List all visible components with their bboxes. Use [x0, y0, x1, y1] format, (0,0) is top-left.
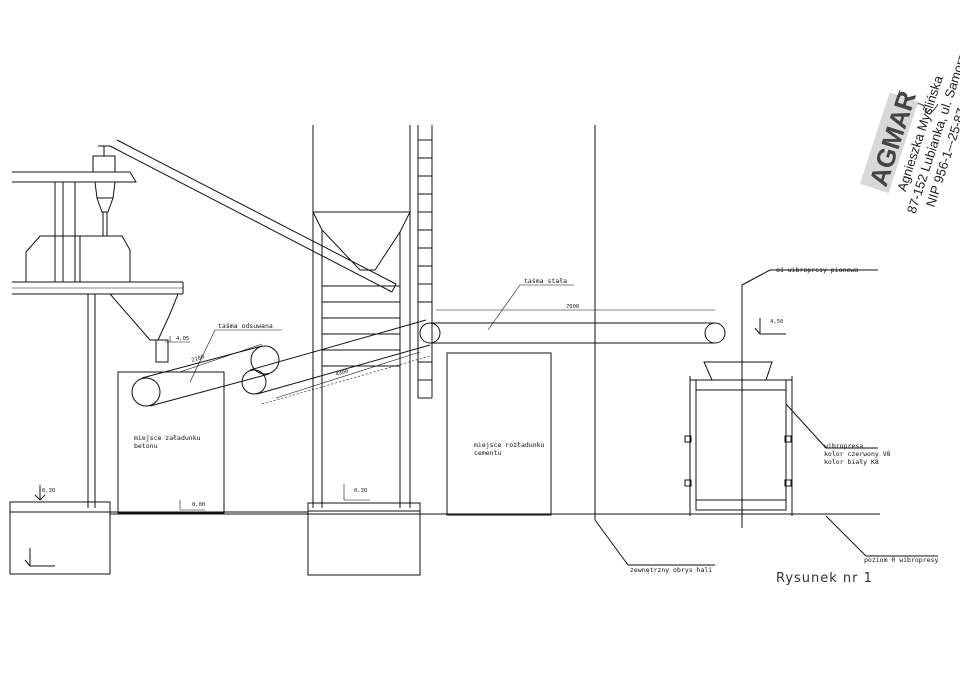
- dim-2100: 2100: [191, 354, 205, 364]
- label-miejsce-zaladunku-1: miejsce załadunku: [134, 434, 201, 442]
- label-zewnetrzny-obrys: zewnętrzny obrys hali: [630, 566, 712, 574]
- label-tasma-odsuwana: taśma odsuwana: [218, 322, 273, 330]
- level-405: 4,05: [176, 336, 189, 342]
- level-000: 0,00: [192, 502, 205, 508]
- fixed-belt: [419, 322, 726, 344]
- drawing-title: Rysunek nr 1: [776, 571, 873, 586]
- label-miejsce-rozladunku-1: miejsce rozładunku: [474, 441, 545, 449]
- label-os-wibropresy: oś wibropresy pionowa: [776, 266, 858, 274]
- level-450: 4,50: [770, 319, 783, 325]
- label-wibropresa-2: kolor czerwony V8: [824, 450, 891, 458]
- label-miejsce-rozladunku-2: cementu: [474, 449, 501, 457]
- label-miejsce-zaladunku-2: betonu: [134, 442, 158, 450]
- mixer-plant: [9, 145, 225, 575]
- dim-4900: 4900: [335, 368, 349, 378]
- inclined-feed-conveyor: [109, 139, 397, 293]
- silo-structure: [307, 125, 433, 576]
- dimension-lines: [165, 309, 715, 511]
- movable-belt: [131, 345, 280, 407]
- level-030-mid: 0,30: [354, 488, 367, 494]
- label-wibropresa-1: wibropresa: [824, 442, 863, 450]
- inclined-belt: [241, 319, 431, 405]
- dim-7000: 7000: [566, 304, 579, 310]
- cement-unloading-area: [446, 352, 552, 516]
- label-poziom-wibropresy: poziom 0 wibropresy: [864, 556, 938, 564]
- label-wibropresa-3: kolor biały K8: [824, 458, 879, 466]
- level-030-left: 0,30: [42, 488, 55, 494]
- vibropress: [684, 269, 938, 557]
- label-tasma-stala: taśma stała: [524, 277, 567, 285]
- company-stamp: AGMAR Agnieszka Myślińska 87-152 Lubiank…: [860, 6, 960, 215]
